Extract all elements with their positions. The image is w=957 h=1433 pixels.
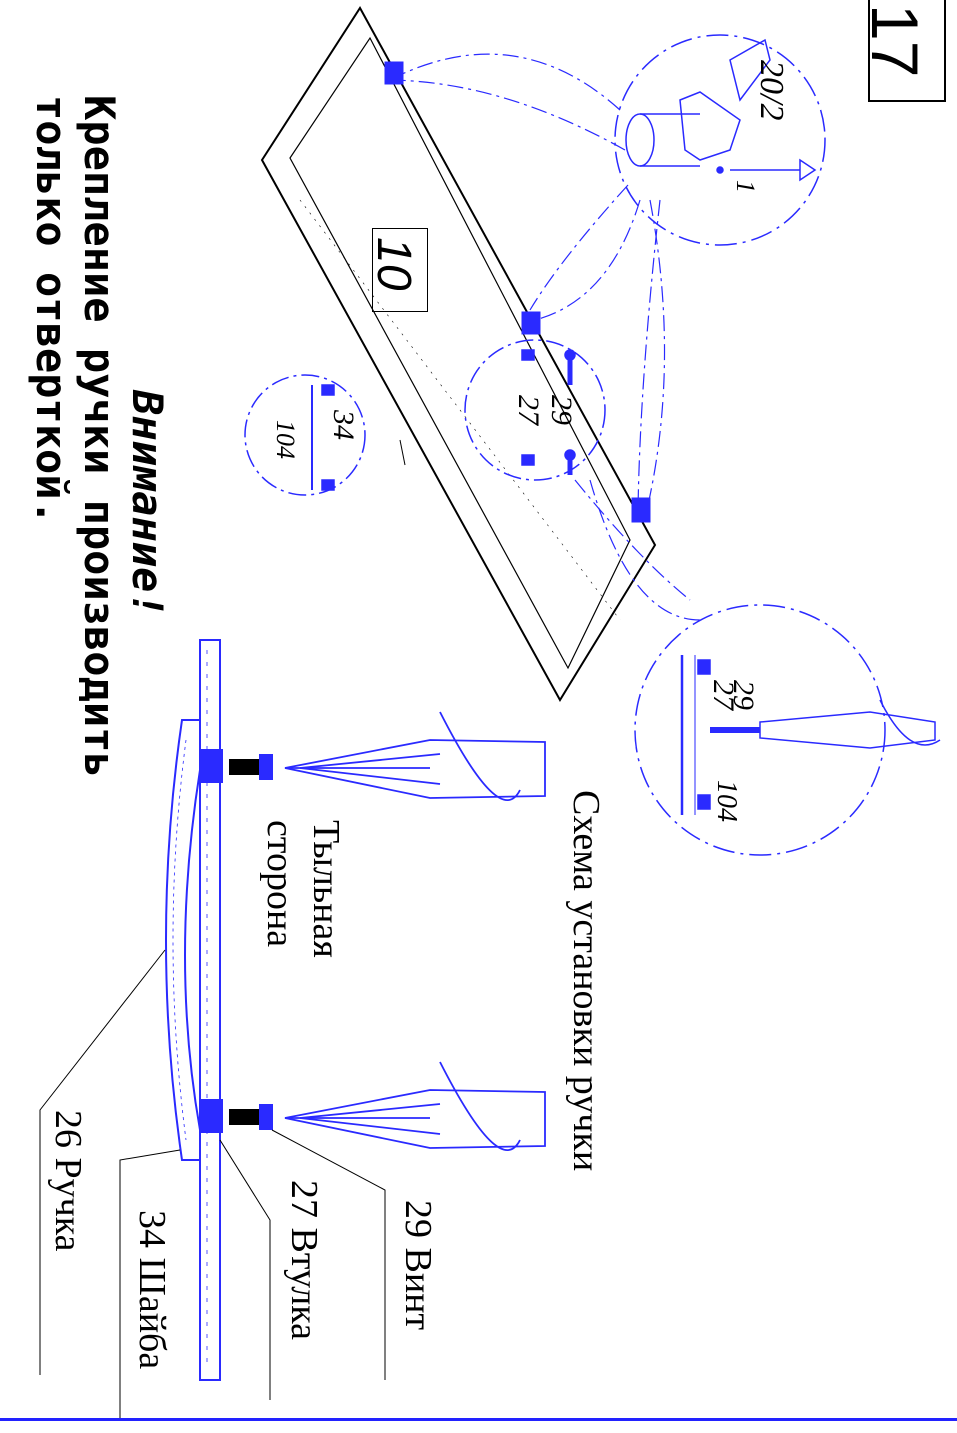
callout-handle-104-b: 104 <box>711 780 742 822</box>
washer-detail <box>244 374 406 496</box>
callout-sleeve-27: 27 <box>512 395 545 425</box>
hinge-detail <box>614 34 826 246</box>
legend-washer: 34 Шайба <box>131 1210 173 1370</box>
legend-leaders <box>39 949 386 1420</box>
panel-hinges <box>384 61 651 523</box>
callout-hinge-part: 20/2 <box>753 60 790 121</box>
screwdriver-bottom <box>284 1061 546 1151</box>
warning-title: Внимание! <box>123 390 172 618</box>
part-number: 10 <box>367 237 420 291</box>
legend-sleeve: 27 Втулка <box>283 1180 325 1340</box>
callout-washer-34: 34 <box>327 410 360 440</box>
screw-detail <box>464 339 606 481</box>
door-panel <box>260 6 657 702</box>
bottom-rule <box>0 1418 957 1421</box>
callout-hinge-screw: 1 <box>731 180 760 193</box>
legend-handle: 26 Ручка <box>47 1110 89 1252</box>
callout-sleeve-27-b: 27 <box>707 680 740 710</box>
back-side-label-2: сторона <box>259 820 301 948</box>
scheme-title: Схема установки ручки <box>565 790 607 1172</box>
legend-screw: 29 Винт <box>397 1200 439 1331</box>
warning-line-2: только отверткой. <box>27 95 76 525</box>
part-number-box: 10 <box>367 228 428 312</box>
callout-screw-29: 29 <box>545 395 578 425</box>
back-side-label-1: Тыльная <box>305 820 347 958</box>
leader-arcs <box>384 53 701 621</box>
callout-handle-104: 104 <box>271 420 300 459</box>
step-number: 17 <box>858 4 932 78</box>
screwdriver-top <box>284 711 546 801</box>
warning-line-1: Крепление ручки производить <box>75 95 124 778</box>
handle-section <box>165 639 273 1381</box>
handle-install-detail <box>634 604 941 856</box>
step-number-box: 17 <box>858 0 946 102</box>
